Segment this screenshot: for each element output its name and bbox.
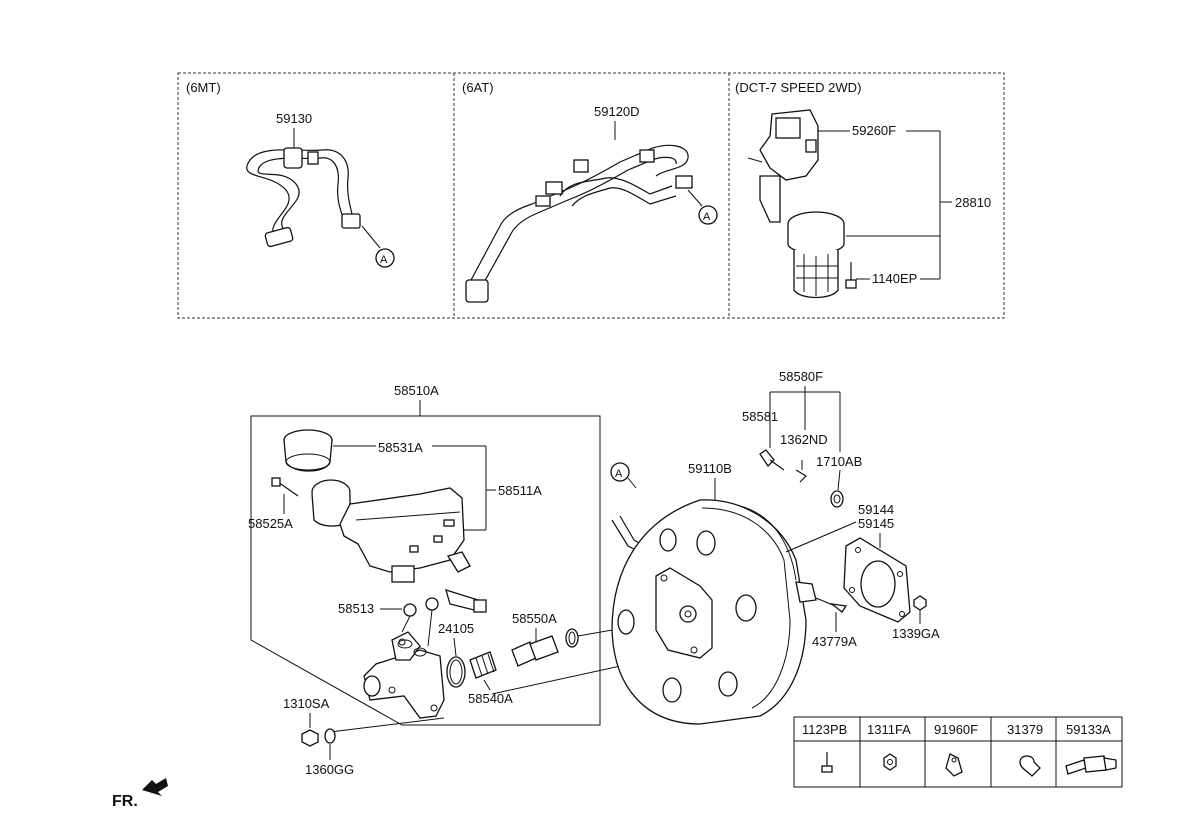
part-label: 58550A (512, 611, 557, 626)
part-label: 1362ND (780, 432, 828, 447)
ref-circle-a (375, 248, 395, 268)
front-label: FR. (112, 793, 138, 810)
ref-label: A (615, 468, 623, 480)
master-cylinder (363, 631, 445, 719)
top-panel (177, 72, 1005, 319)
leader-line (361, 225, 381, 249)
part-label: 24105 (438, 621, 474, 636)
part-label: 59110B (688, 461, 732, 476)
grommet (403, 603, 417, 617)
section-dct: (DCT-7 SPEED 2WD) 59260F 28810 1140EP (735, 80, 991, 299)
part-label: 28810 (955, 195, 991, 210)
wing-clip-icon (945, 753, 963, 777)
brake-fluid-reservoir (311, 479, 471, 583)
brake-booster (611, 499, 817, 725)
clevis-group: 58580F 58581 1362ND 1710AB (742, 369, 862, 508)
check-valve (815, 597, 848, 613)
leader-line (687, 189, 703, 207)
reservoir-pin (271, 477, 299, 497)
section-label: (DCT-7 SPEED 2WD) (735, 80, 861, 95)
piston-seal (469, 651, 497, 679)
part-label: 1339GA (892, 626, 940, 641)
hex-nut (301, 729, 319, 747)
table-header: 1311FA (867, 722, 911, 737)
table-header: 59133A (1066, 722, 1111, 737)
section-label: (6MT) (186, 80, 221, 95)
front-direction: FR. (112, 778, 168, 810)
vacuum-hose-6at (465, 144, 693, 303)
bolt-icon (821, 752, 833, 773)
part-label: 59144 (858, 502, 894, 517)
part-label: 58540A (468, 691, 513, 706)
piston-assy (511, 628, 579, 667)
part-label: 43779A (812, 634, 857, 649)
part-label: 58581 (742, 409, 778, 424)
part-label: 59145 (858, 516, 894, 531)
top-panel-frame (177, 72, 1005, 319)
table-header: 91960F (934, 722, 978, 737)
part-label: 58531A (378, 440, 423, 455)
section-6mt: (6MT) 59130 A (186, 80, 395, 268)
vacuum-pump (747, 109, 857, 299)
part-label: 58525A (248, 516, 293, 531)
reservoir-assy-frame (250, 415, 601, 726)
hardware-table: 1123PB 1311FA 91960F 31379 59133A (793, 716, 1123, 788)
nut-washer-group: 1310SA 1360GG (283, 696, 354, 777)
part-label: 59260F (852, 123, 896, 138)
part-label: 58513 (338, 601, 374, 616)
part-label: 1360GG (305, 762, 354, 777)
washer (324, 728, 336, 744)
table-header: 1123PB (802, 722, 847, 737)
level-sensor (445, 589, 487, 613)
table-header: 31379 (1007, 722, 1043, 737)
part-label: 1140EP (872, 271, 917, 286)
hex-nut (913, 595, 927, 611)
part-label: 1310SA (283, 696, 330, 711)
section-label: (6AT) (462, 80, 494, 95)
grommet (425, 597, 439, 611)
nut-icon (883, 753, 897, 771)
part-label: 1710AB (816, 454, 862, 469)
reservoir-cap (283, 429, 333, 472)
ref-label: A (380, 254, 388, 266)
part-label: 58580F (779, 369, 823, 384)
section-6at: (6AT) 59120D A (462, 80, 718, 303)
ref-circle-a (610, 462, 630, 482)
ref-circle-a (698, 205, 718, 225)
vacuum-hose-6mt (246, 147, 361, 248)
booster-gasket (843, 537, 911, 623)
part-label: 59130 (276, 111, 312, 126)
check-valve-icon (1065, 755, 1117, 775)
part-label: 58511A (498, 483, 542, 498)
part-label: 58510A (394, 383, 439, 398)
hose-clamp-icon (1019, 755, 1041, 777)
part-label: 59120D (594, 104, 640, 119)
front-arrow-icon (142, 778, 168, 796)
ref-label: A (703, 211, 711, 223)
reservoir-assy-group: 58510A 58531A 58511A (248, 383, 601, 726)
